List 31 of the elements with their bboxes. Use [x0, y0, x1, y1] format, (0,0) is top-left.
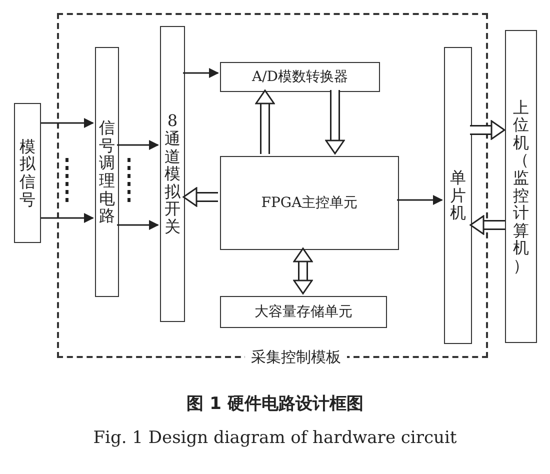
figure-caption: Fig. 1 Design diagram of hardware circuit — [92, 428, 458, 448]
arrow — [117, 220, 159, 230]
block-box — [444, 47, 472, 344]
block-label: 大容量存储单元 — [254, 303, 352, 321]
block-box — [95, 47, 119, 297]
hollow-arrow — [255, 90, 275, 154]
block-box — [505, 30, 537, 343]
block-box — [220, 296, 387, 328]
arrow — [41, 118, 94, 128]
arrow — [117, 140, 159, 150]
frame-title: 采集控制模板 — [245, 348, 347, 367]
hollow-arrow — [470, 120, 506, 140]
block-box — [160, 26, 185, 322]
figure-title: 图 1 硬件电路设计框图 — [186, 393, 364, 415]
block-label: 上位机（监控计算机） — [513, 98, 529, 274]
block-label: FPGA主控单元 — [261, 194, 358, 212]
block-label: 8通道模拟开关 — [164, 112, 180, 236]
block-box — [220, 156, 399, 250]
hollow-arrow — [293, 248, 313, 294]
block-label: 模拟信号 — [20, 138, 36, 208]
hollow-arrow — [325, 90, 345, 154]
arrow — [397, 195, 443, 205]
arrow — [183, 68, 219, 78]
block-box — [220, 62, 380, 92]
block-label: A/D模数转换器 — [252, 68, 348, 86]
hollow-arrow — [470, 215, 505, 235]
block-label: 信号调理电路 — [99, 119, 115, 225]
hollow-arrow — [182, 187, 218, 207]
block-box — [14, 103, 41, 243]
arrow — [41, 213, 94, 223]
block-label: 单片机 — [450, 169, 466, 222]
